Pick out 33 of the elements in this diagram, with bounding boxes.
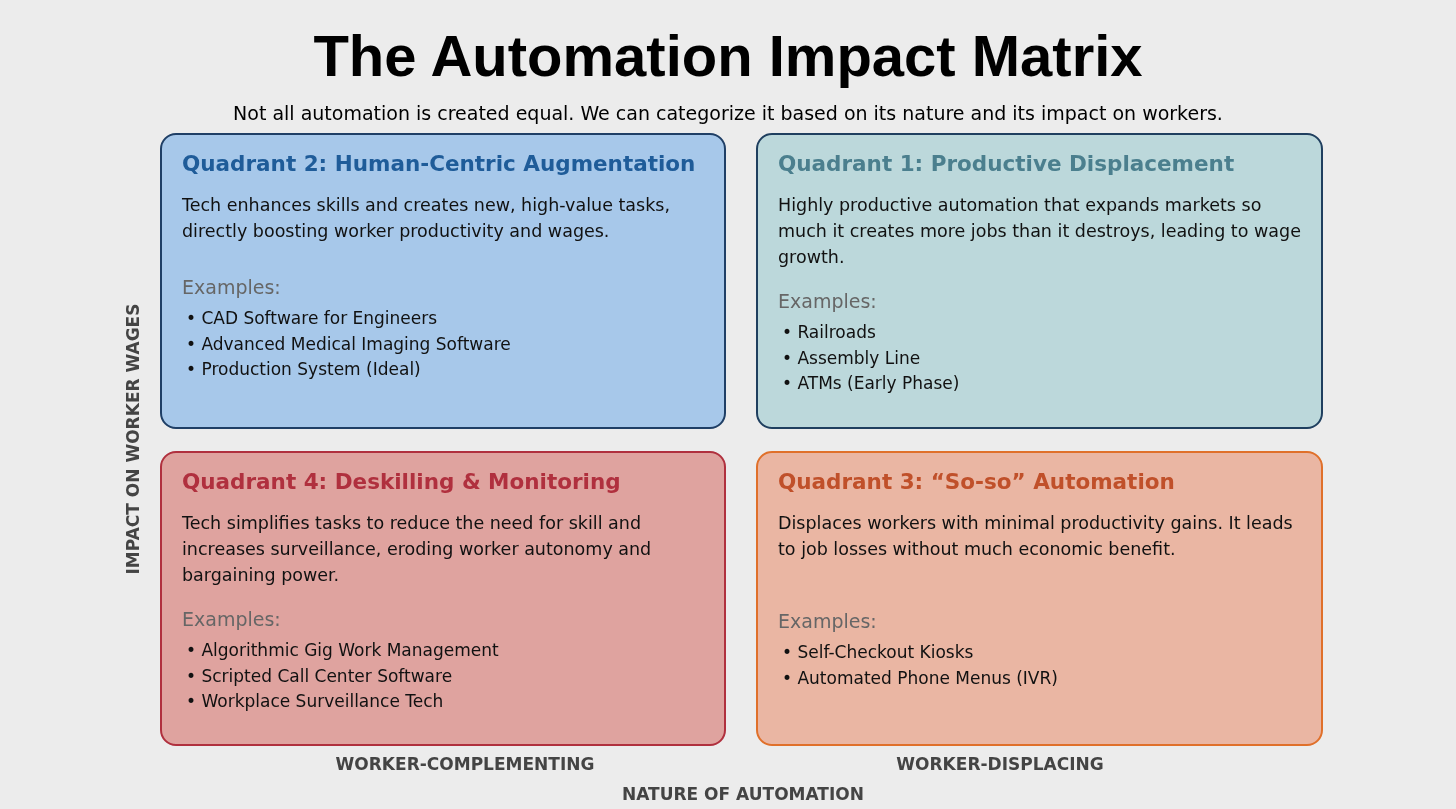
description: Displaces workers with minimal productivity gains. It leads to job losses without much economic benefit.	[778, 512, 1294, 561]
list-item: • ATMs (Early Phase)	[782, 372, 961, 395]
description: Highly productive automation that expands markets so much it creates more jobs than it destroys, leading to wage growth.	[778, 194, 1301, 269]
quadrant-heading: Quadrant 2: Human-Centric Augmentation	[182, 151, 697, 176]
quadrant-heading: Quadrant 3: “So-so” Automation	[778, 469, 1176, 494]
list-item: • Workplace Surveillance Tech	[186, 690, 445, 713]
axis-label: WORKER-DISPLACING	[895, 754, 1105, 774]
axis-label: IMPACT ON WORKER WAGES	[123, 302, 143, 577]
list-item: • Scripted Call Center Software	[186, 664, 454, 688]
quadrant-box	[756, 133, 1323, 429]
list-item: • Automated Phone Menus (IVR)	[782, 666, 1059, 690]
examples-heading: Examples:	[182, 608, 281, 630]
list-item: • CAD Software for Engineers	[186, 307, 439, 330]
quadrant-box	[160, 133, 726, 429]
description: Tech simplifies tasks to reduce the need for skill and increases surveillance, eroding worker autonomy and bargaining power.	[182, 512, 653, 587]
quadrant-heading: Quadrant 1: Productive Displacement	[778, 151, 1236, 176]
examples-heading: Examples:	[182, 276, 281, 298]
title: The Automation Impact Matrix	[312, 22, 1144, 90]
list-item: • Production System (Ideal)	[186, 358, 422, 381]
list-item: • Railroads	[782, 321, 877, 344]
quadrant-box	[756, 451, 1323, 746]
quadrant-heading: Quadrant 4: Deskilling & Monitoring	[182, 469, 622, 494]
list-item: • Algorithmic Gig Work Management	[186, 639, 500, 662]
axis-label: WORKER-COMPLEMENTING	[334, 754, 596, 774]
list-item: • Advanced Medical Imaging Software	[186, 332, 512, 356]
examples-heading: Examples:	[778, 610, 877, 632]
quadrant-box	[160, 451, 726, 746]
list-item: • Self-Checkout Kiosks	[782, 641, 975, 664]
examples-heading: Examples:	[778, 290, 877, 312]
list-item: • Assembly Line	[782, 346, 922, 370]
subtitle: Not all automation is created equal. We can categorize it based on its nature and its impact on workers.	[232, 102, 1224, 124]
axis-label: NATURE OF AUTOMATION	[621, 784, 865, 804]
description: Tech enhances skills and creates new, high-value tasks, directly boosting worker productivity and wages.	[182, 194, 671, 243]
